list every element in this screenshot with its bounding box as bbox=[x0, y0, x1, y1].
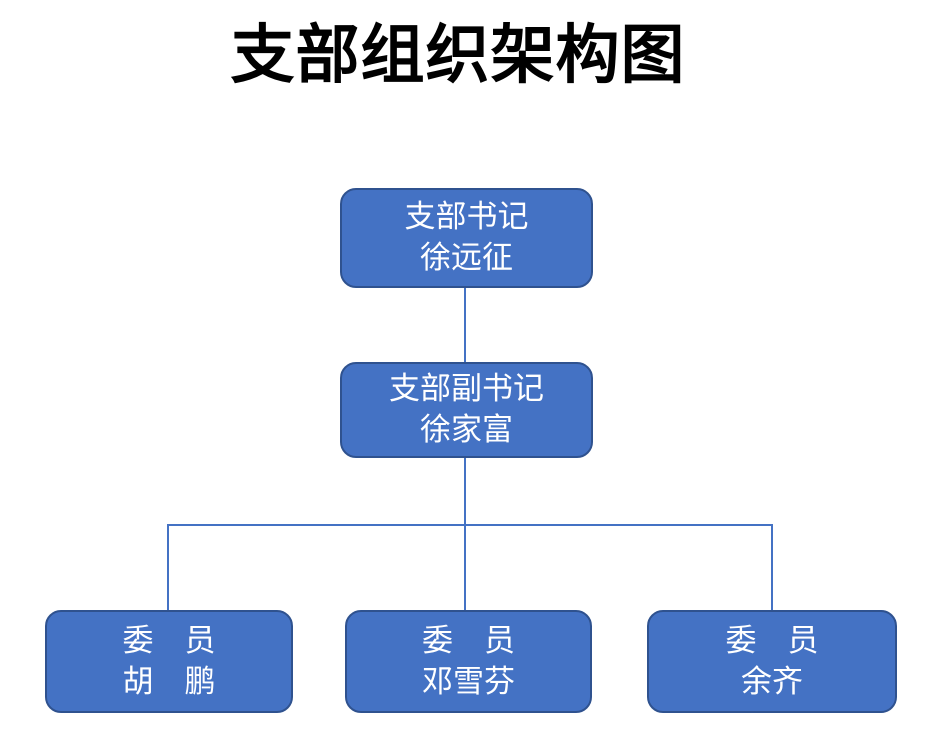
connector-drop-member-3 bbox=[771, 524, 773, 610]
connector-horizontal-bus bbox=[167, 524, 773, 526]
connector-secretary-to-deputy bbox=[464, 288, 466, 362]
org-node-member-2: 委 员 邓雪芬 bbox=[345, 610, 592, 713]
org-node-member-3: 委 员 余齐 bbox=[647, 610, 897, 713]
connector-deputy-to-bus bbox=[464, 458, 466, 525]
person-name: 徐远征 bbox=[420, 240, 513, 276]
org-node-deputy-secretary: 支部副书记 徐家富 bbox=[340, 362, 593, 458]
role-label: 支部副书记 bbox=[389, 371, 544, 408]
person-name: 邓雪芬 bbox=[422, 663, 515, 700]
connector-drop-member-2 bbox=[464, 524, 466, 610]
connector-drop-member-1 bbox=[167, 524, 169, 610]
role-label: 支部书记 bbox=[404, 199, 529, 236]
person-name: 余齐 bbox=[741, 663, 803, 700]
person-name: 徐家富 bbox=[420, 412, 513, 448]
page-title: 支部组织架构图 bbox=[230, 18, 686, 93]
org-node-secretary: 支部书记 徐远征 bbox=[340, 188, 593, 288]
role-label: 委 员 bbox=[422, 622, 515, 659]
org-node-member-1: 委 员 胡 鹏 bbox=[45, 610, 293, 713]
role-label: 委 员 bbox=[725, 622, 819, 659]
role-label: 委 员 bbox=[122, 622, 216, 659]
person-name: 胡 鹏 bbox=[122, 663, 216, 700]
